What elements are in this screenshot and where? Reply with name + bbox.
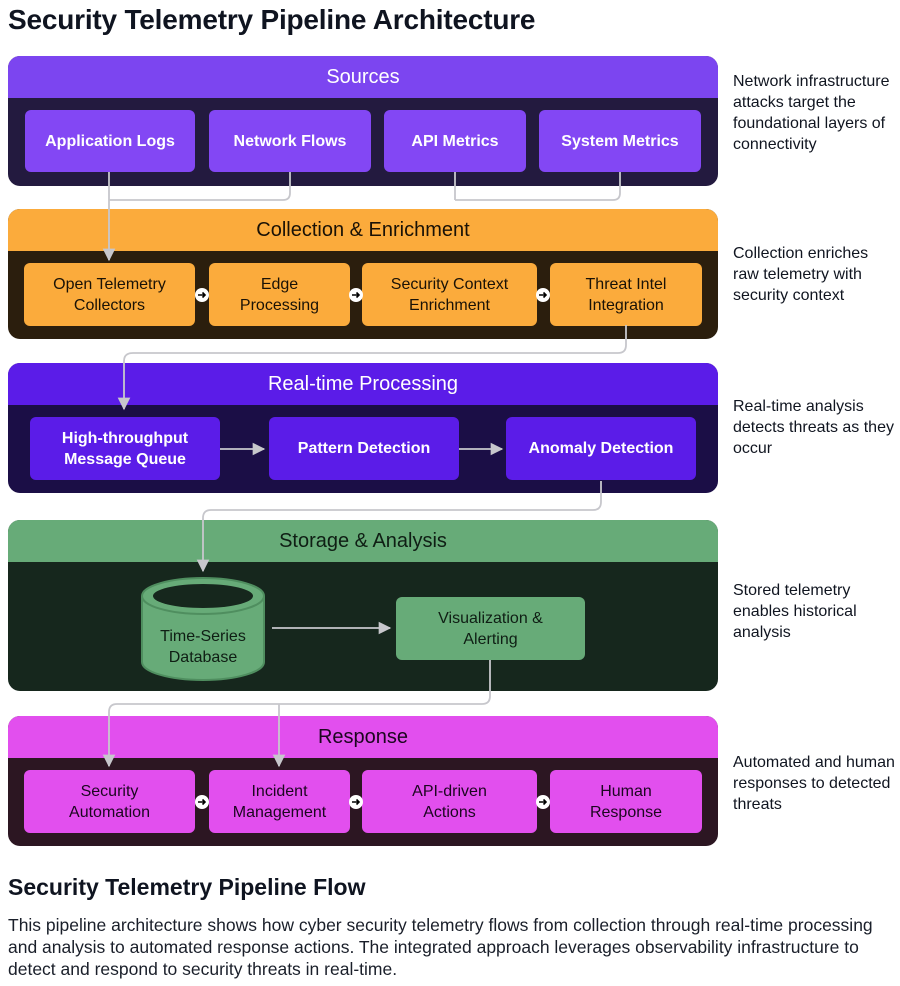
collection-header: Collection & Enrichment (8, 209, 718, 251)
storage-header: Storage & Analysis (8, 520, 718, 562)
database-cylinder-icon (141, 577, 265, 681)
sources-layer: Sources Application Logs Network Flows A… (8, 56, 718, 186)
step-arrow-icon (349, 288, 363, 302)
page-title: Security Telemetry Pipeline Architecture (8, 4, 536, 35)
step-arrow-icon (536, 795, 550, 809)
step-arrow-icon (195, 795, 209, 809)
step-arrow-icon (195, 288, 209, 302)
system-metrics-node[interactable]: System Metrics (539, 110, 701, 172)
network-flows-node[interactable]: Network Flows (209, 110, 371, 172)
pattern-detection-node[interactable]: Pattern Detection (269, 417, 459, 480)
edge-processing-node[interactable]: Edge Processing (209, 263, 350, 326)
api-driven-actions-node[interactable]: API-driven Actions (362, 770, 537, 833)
anomaly-detection-node[interactable]: Anomaly Detection (506, 417, 696, 480)
realtime-annotation: Real-time analysis detects threats as th… (733, 398, 894, 457)
open-telemetry-collectors-node[interactable]: Open Telemetry Collectors (24, 263, 195, 326)
response-annotation: Automated and human responses to detecte… (733, 754, 895, 813)
visualization-alerting-node[interactable]: Visualization & Alerting (396, 597, 585, 660)
flow-heading: Security Telemetry Pipeline Flow (8, 874, 366, 900)
response-header-label: Response (317, 725, 409, 748)
realtime-layer: Real-time Processing High-throughput Mes… (8, 363, 718, 493)
step-arrow-icon (349, 795, 363, 809)
security-automation-node[interactable]: Security Automation (24, 770, 195, 833)
response-header: Response (8, 716, 718, 758)
application-logs-node[interactable]: Application Logs (25, 110, 195, 172)
storage-header-label: Storage & Analysis (279, 529, 447, 552)
realtime-header-label: Real-time Processing (267, 372, 459, 395)
message-queue-node[interactable]: High-throughput Message Queue (30, 417, 220, 480)
flow-description: This pipeline architecture shows how cyb… (8, 915, 873, 979)
step-arrow-icon (536, 288, 550, 302)
sources-header-label: Sources (326, 65, 400, 88)
storage-layer: Storage & Analysis Time-Series Database … (8, 520, 718, 691)
collection-layer: Collection & Enrichment Open Telemetry C… (8, 209, 718, 339)
api-metrics-node[interactable]: API Metrics (384, 110, 526, 172)
storage-annotation: Stored telemetry enables historical anal… (733, 582, 857, 641)
incident-management-node[interactable]: Incident Management (209, 770, 350, 833)
response-layer: Response Security Automation Incident Ma… (8, 716, 718, 846)
human-response-node[interactable]: Human Response (550, 770, 702, 833)
collection-annotation: Collection enriches raw telemetry with s… (733, 245, 869, 304)
realtime-header: Real-time Processing (8, 363, 718, 405)
security-context-enrichment-node[interactable]: Security Context Enrichment (362, 263, 537, 326)
collection-header-label: Collection & Enrichment (256, 218, 470, 241)
sources-header: Sources (8, 56, 718, 98)
threat-intel-integration-node[interactable]: Threat Intel Integration (550, 263, 702, 326)
sources-annotation: Network infrastructure attacks target th… (733, 73, 890, 153)
time-series-database-node[interactable]: Time-Series Database (160, 628, 246, 666)
